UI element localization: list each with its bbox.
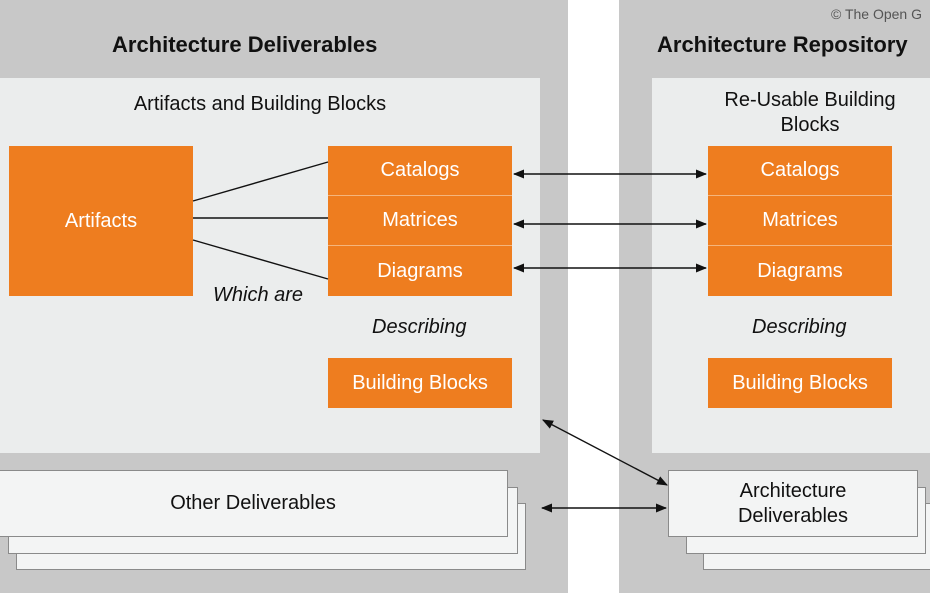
repository-describing-label: Describing (752, 316, 847, 338)
repository-diagrams-box: Diagrams (708, 246, 892, 296)
artifacts-box: Artifacts (9, 146, 193, 296)
repository-matrices-box: Matrices (708, 196, 892, 246)
reusable-caption-line1: Re-Usable Building (724, 89, 896, 111)
area-to-arch-deliverables-arrow (542, 419, 668, 486)
deliverables-describing-label: Describing (372, 316, 467, 338)
arch-deliverables-line1: Architecture (739, 479, 847, 502)
deliverables-building-blocks-box: Building Blocks (328, 358, 512, 408)
repository-building-blocks-box: Building Blocks (708, 358, 892, 408)
arch-deliverables-line2: Deliverables (737, 504, 849, 527)
artifacts-to-diagrams-line (192, 239, 329, 280)
reusable-building-blocks-caption: Re-Usable Building Blocks (690, 88, 930, 138)
deliverables-diagrams-box: Diagrams (328, 246, 512, 296)
repository-title: Architecture Repository (657, 32, 908, 57)
copyright-notice: © The Open G (831, 6, 922, 22)
artifacts-building-blocks-caption: Artifacts and Building Blocks (133, 93, 387, 115)
other-deliverables-doc: Other Deliverables (0, 470, 508, 537)
arch-deliverables-doc: Architecture Deliverables (668, 470, 918, 537)
deliverables-matrices-box: Matrices (328, 196, 512, 246)
artifacts-to-catalogs-line (192, 161, 329, 202)
which-are-label: Which are (213, 284, 304, 306)
deliverables-catalogs-box: Catalogs (328, 146, 512, 196)
repository-catalogs-box: Catalogs (708, 146, 892, 196)
reusable-caption-line2: Blocks (780, 114, 840, 136)
deliverables-title: Architecture Deliverables (112, 32, 378, 57)
